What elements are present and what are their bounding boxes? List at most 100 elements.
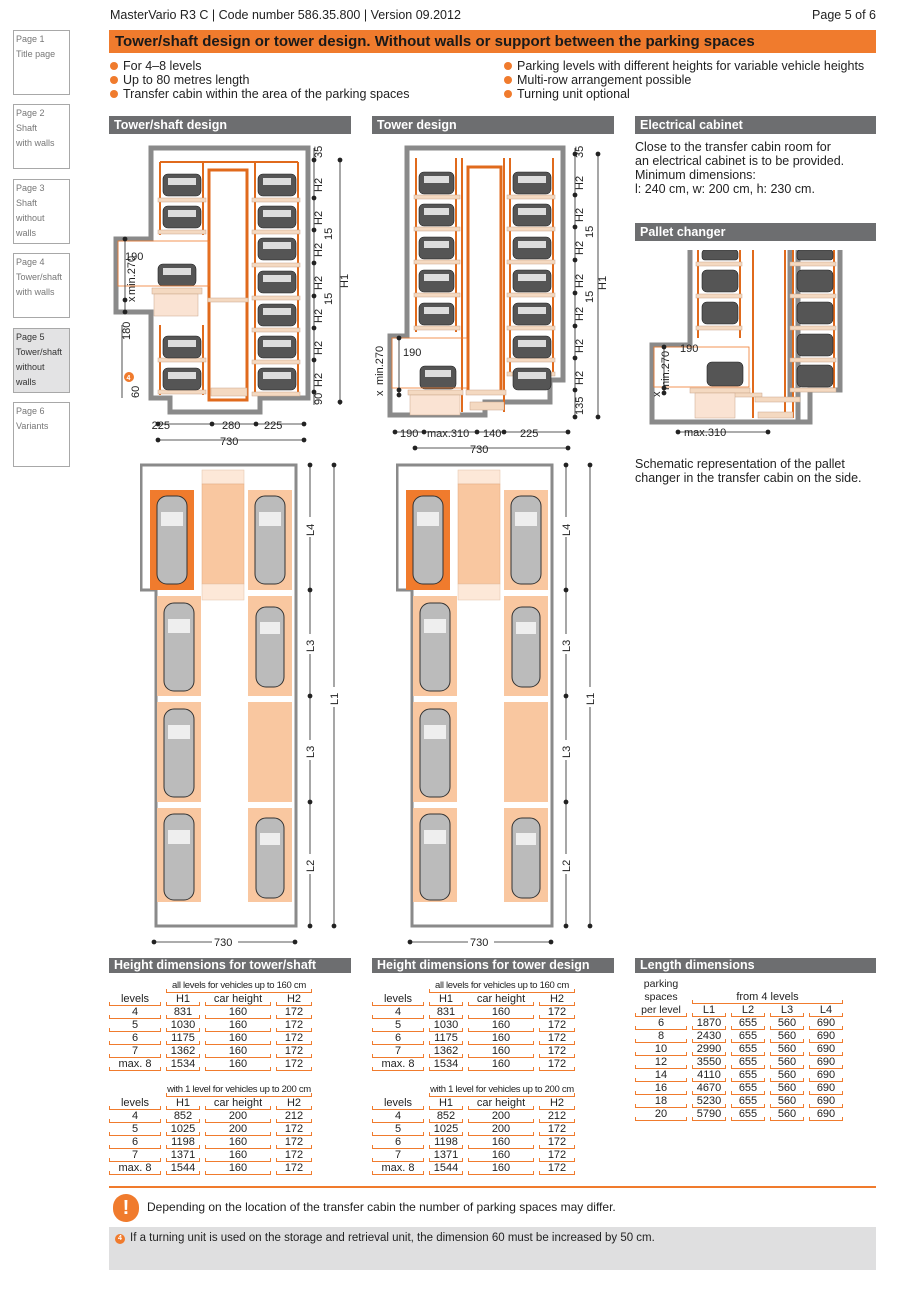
svg-text:max.310: max.310 xyxy=(427,428,469,440)
nav-page-title: Variants xyxy=(16,421,49,431)
svg-text:L1: L1 xyxy=(585,693,597,705)
table-cell: 7 xyxy=(109,1149,161,1162)
table-cell: 20 xyxy=(635,1108,687,1121)
warning-note: Depending on the location of the transfe… xyxy=(147,1200,616,1214)
table-cell: 560 xyxy=(770,1108,804,1121)
svg-text:190: 190 xyxy=(400,428,418,440)
table-cell: 172 xyxy=(276,1162,312,1175)
table-cell xyxy=(109,980,161,993)
table-cell: 655 xyxy=(731,1056,765,1069)
svg-text:H2: H2 xyxy=(574,208,586,222)
table-cell: 690 xyxy=(809,1017,843,1030)
text-line: an electrical cabinet is to be provided. xyxy=(635,154,845,168)
svg-text:280: 280 xyxy=(222,420,240,432)
table-cell: 4 xyxy=(109,1110,161,1123)
svg-text:H2: H2 xyxy=(574,241,586,255)
nav-page-title: Tower/shaft xyxy=(16,272,63,282)
section-header-electrical: Electrical cabinet xyxy=(635,116,876,134)
feature-item: Multi-row arrangement possible xyxy=(504,73,864,87)
table-cell: 160 xyxy=(468,1019,534,1032)
table-cell: 560 xyxy=(770,1017,804,1030)
doc-info: MasterVario R3 C | Code number 586.35.80… xyxy=(110,8,461,22)
electrical-cabinet-text: Close to the transfer cabin room for an … xyxy=(635,140,875,196)
nav-page-title: with walls xyxy=(16,138,55,148)
table-cell: 4 xyxy=(109,1006,161,1019)
svg-text:min.270: min.270 xyxy=(374,346,386,385)
table-cell: H1 xyxy=(429,993,463,1006)
svg-text:140: 140 xyxy=(483,428,501,440)
table-cell: L3 xyxy=(770,1004,804,1017)
table-cell: car height xyxy=(205,1097,271,1110)
svg-text:L4: L4 xyxy=(305,524,317,536)
svg-text:180: 180 xyxy=(121,322,133,340)
table-cell: 160 xyxy=(468,1006,534,1019)
svg-text:min.270: min.270 xyxy=(126,256,138,295)
svg-text:730: 730 xyxy=(220,436,238,448)
table-cell: car height xyxy=(468,1097,534,1110)
nav-page-title: Title page xyxy=(16,49,56,59)
footnote-badge-icon: 4 xyxy=(115,1234,125,1244)
table-cell: 1544 xyxy=(166,1162,200,1175)
section-header-pallet: Pallet changer xyxy=(635,223,876,241)
table-cell: 5230 xyxy=(692,1095,726,1108)
svg-text:L1: L1 xyxy=(329,693,341,705)
height-table-tower: all levels for vehicles up to 160 cm lev… xyxy=(367,980,580,1175)
table-cell: 16 xyxy=(635,1082,687,1095)
nav-page-title: Shaft xyxy=(16,198,38,208)
divider xyxy=(109,1186,876,1188)
table-cell: car height xyxy=(468,993,534,1006)
svg-text:H2: H2 xyxy=(313,211,325,225)
svg-text:L3: L3 xyxy=(561,746,573,758)
table-cell: 1534 xyxy=(166,1058,200,1071)
feature-item: For 4–8 levels xyxy=(110,59,410,73)
text-line: Minimum dimensions: xyxy=(635,168,756,182)
table-cell: 560 xyxy=(770,1030,804,1043)
table-cell: 160 xyxy=(205,1032,271,1045)
table-cell: max. 8 xyxy=(372,1058,424,1071)
table-cell xyxy=(372,1071,424,1084)
section-header-height-tower-shaft: Height dimensions for tower/shaft design xyxy=(109,958,351,987)
svg-text:x: x xyxy=(126,296,138,302)
table-cell: 690 xyxy=(809,1082,843,1095)
table-cell: 10 xyxy=(635,1043,687,1056)
document-header: MasterVario R3 C | Code number 586.35.80… xyxy=(110,8,876,22)
svg-text:H1: H1 xyxy=(339,274,351,288)
table-cell xyxy=(372,1084,424,1097)
svg-text:H2: H2 xyxy=(574,339,586,353)
svg-text:190: 190 xyxy=(125,251,143,263)
feature-item: Turning unit optional xyxy=(504,87,864,101)
table-cell xyxy=(692,978,843,991)
table-cell: 5 xyxy=(109,1123,161,1136)
table-cell: 690 xyxy=(809,1095,843,1108)
feature-item: Parking levels with different heights fo… xyxy=(504,59,864,73)
svg-text:H2: H2 xyxy=(574,274,586,288)
table-cell: 1030 xyxy=(429,1019,463,1032)
svg-text:60: 60 xyxy=(130,386,142,398)
table-cell: H2 xyxy=(539,1097,575,1110)
table-cell: 1175 xyxy=(166,1032,200,1045)
table-cell: 160 xyxy=(468,1058,534,1071)
table-cell: 160 xyxy=(468,1162,534,1175)
svg-text:225: 225 xyxy=(264,420,282,432)
